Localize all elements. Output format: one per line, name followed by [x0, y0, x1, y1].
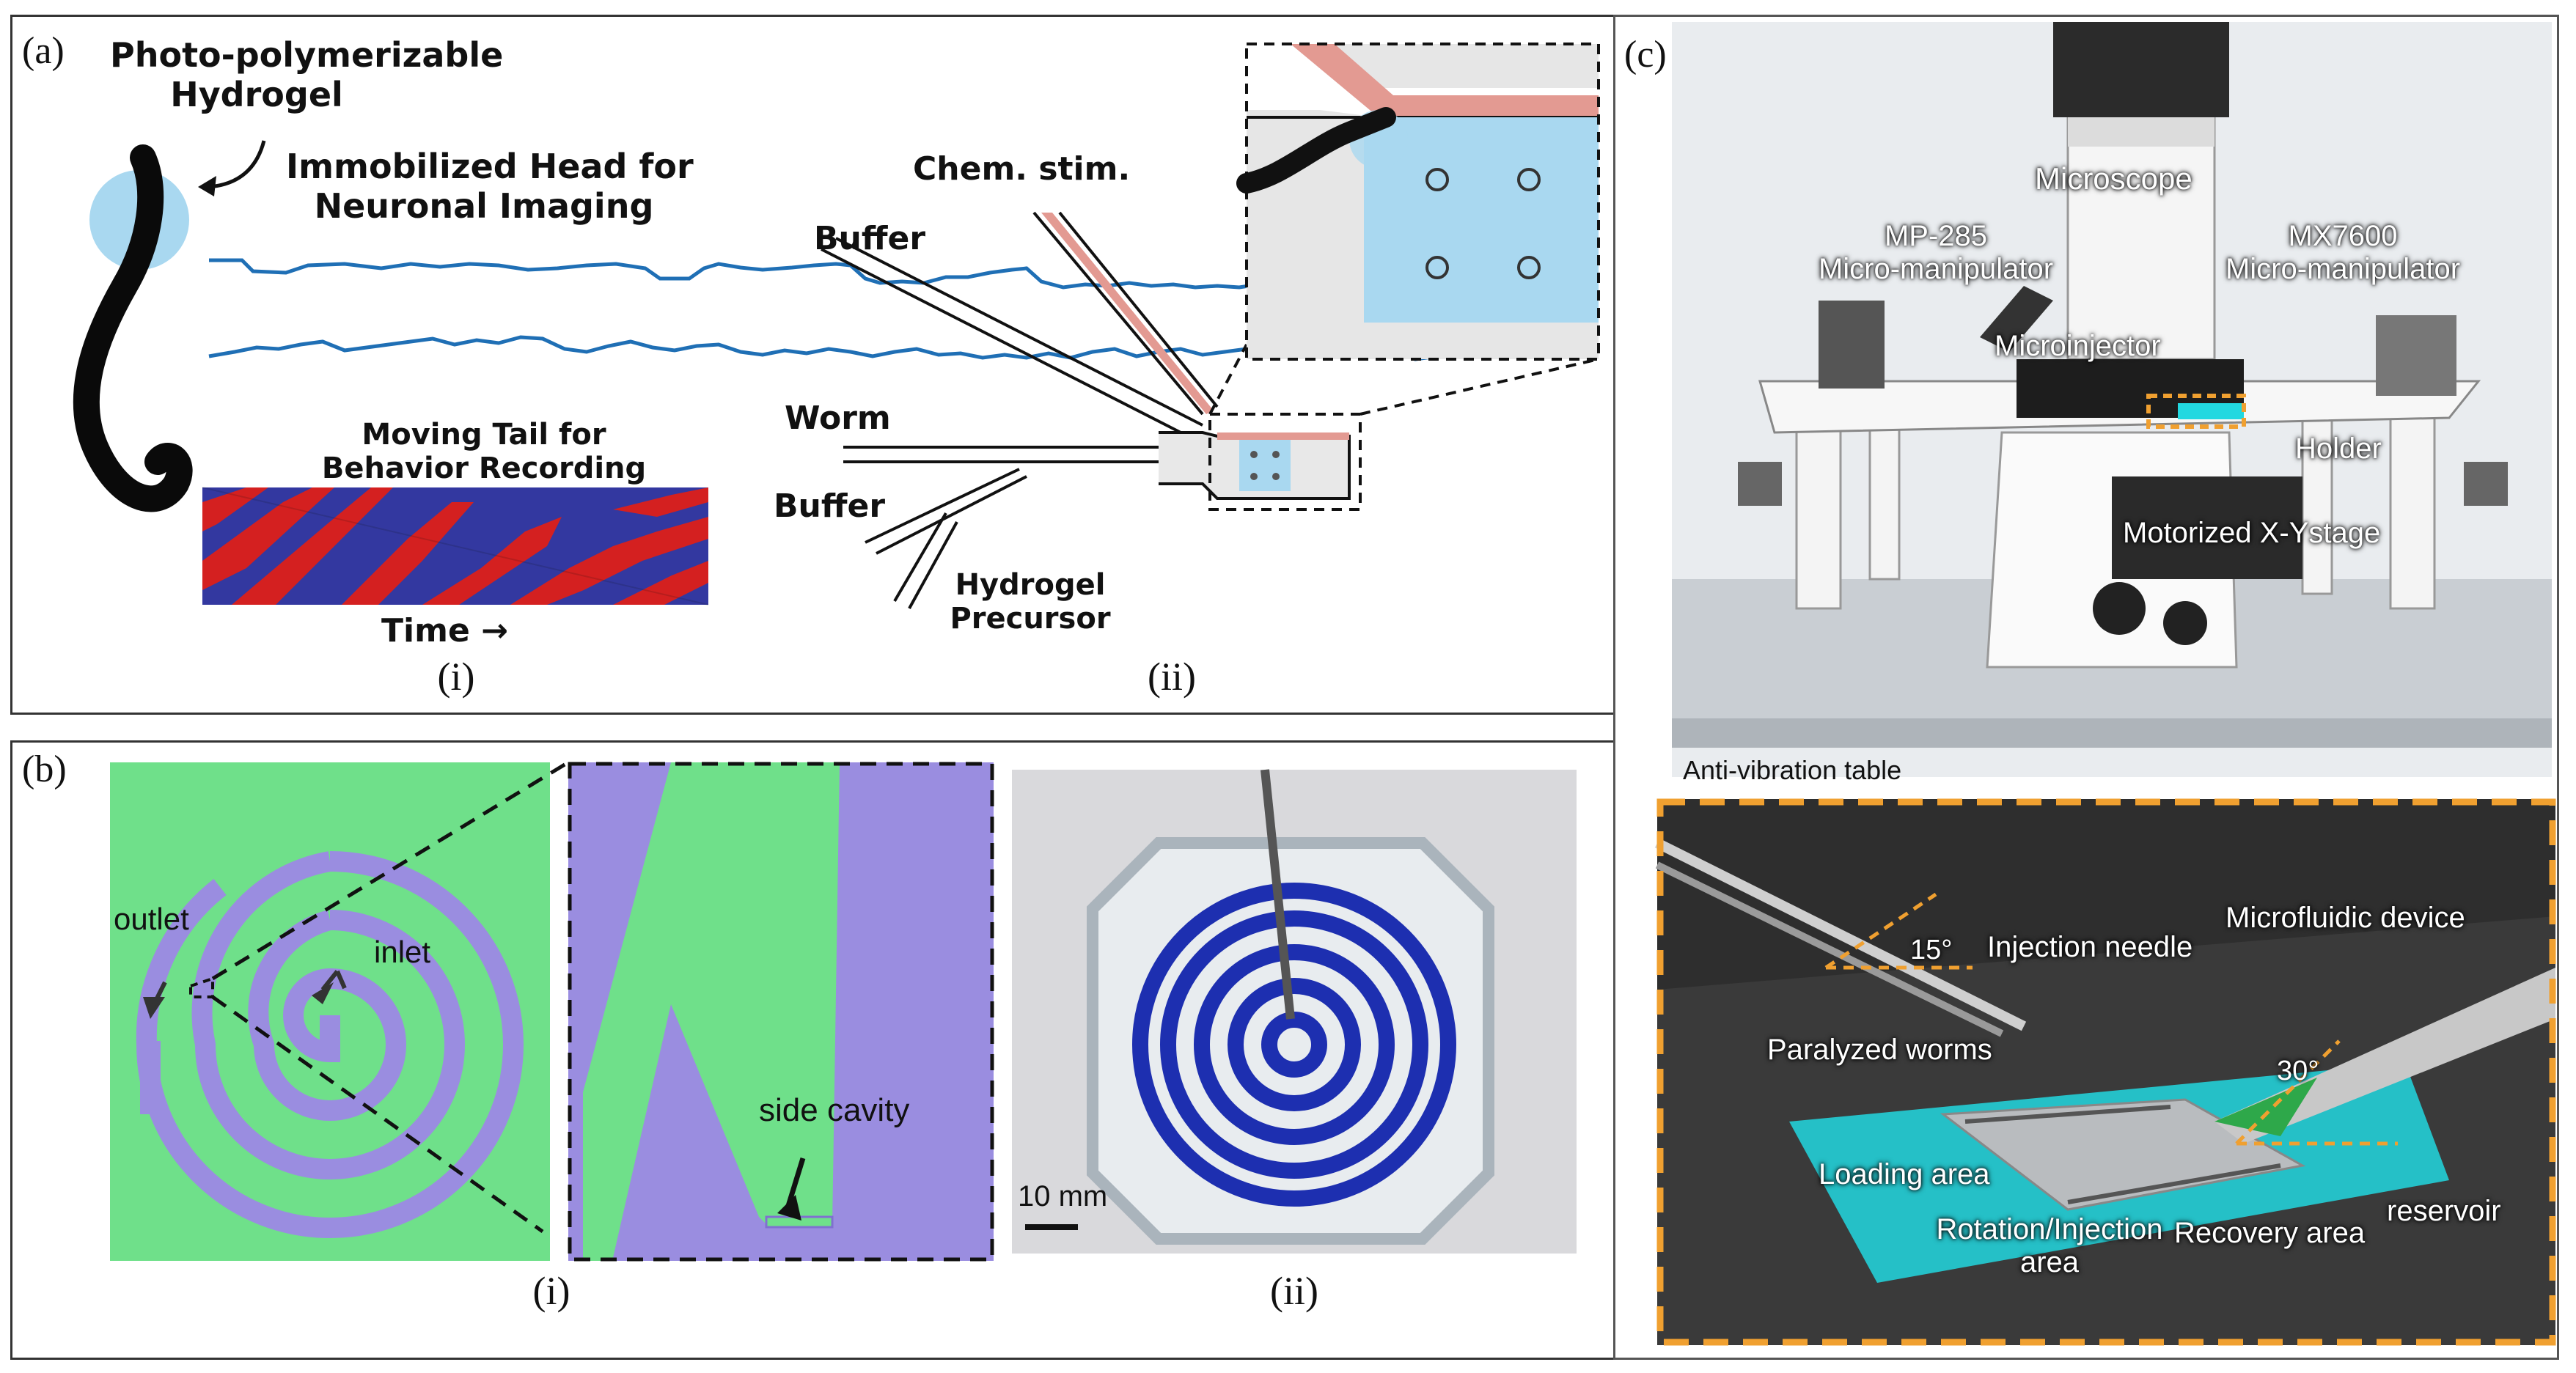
mp285-line2: Micro-manipulator: [1818, 253, 2054, 285]
time-axis-label: Time →: [381, 612, 508, 649]
zoom-connector-b: [189, 760, 570, 1234]
microscope-label: Microscope: [2035, 161, 2192, 196]
angle-30-label: 30°: [2277, 1056, 2319, 1086]
buffer-top-channel: [821, 237, 1203, 438]
moving-line2: Behavior Recording: [321, 452, 647, 485]
chem-stim-channel: [1032, 211, 1219, 416]
injection-zoom: [1654, 798, 2556, 1346]
xy-stage-label: Motorized X-Ystage: [2123, 517, 2381, 549]
worm-label: Worm: [785, 400, 891, 437]
buffer-bottom-label: Buffer: [774, 487, 886, 525]
panel-b-label: (b): [22, 748, 67, 790]
hydrogel-label-line2: Hydrogel: [170, 75, 343, 114]
buffer-top-label: Buffer: [814, 220, 926, 257]
panel-a-label: (a): [22, 30, 65, 72]
mx7600-line2: Micro-manipulator: [2225, 253, 2461, 285]
zoom-box-small: [1208, 413, 1362, 511]
rotation-line1: Rotation/Injection: [1936, 1213, 2163, 1245]
moving-tail-label: Moving Tail for Behavior Recording: [286, 418, 682, 485]
panel-b-sub-ii: (ii): [1270, 1269, 1318, 1313]
worm-channel: [843, 446, 1159, 463]
zoom-inset: [1236, 43, 1600, 361]
calcium-trace-1: [209, 258, 1438, 290]
angle-15-label: 15°: [1910, 935, 1953, 965]
recovery-area-label: Recovery area: [2174, 1217, 2366, 1249]
worm-diagram: [73, 140, 1438, 512]
device-photo: [1012, 769, 1577, 1254]
scale-bar-label: 10 mm: [1018, 1180, 1108, 1212]
channel-diagram: [821, 43, 1600, 609]
device-chip: [1940, 1098, 2306, 1211]
reservoir-label: reservoir: [2387, 1195, 2501, 1227]
moving-line1: Moving Tail for: [362, 418, 606, 452]
panel-c-label: (c): [1624, 34, 1667, 76]
panel-b-sub-i: (i): [532, 1269, 570, 1313]
mx7600-line1: MX7600: [2288, 220, 2398, 252]
buffer-bottom-channel: [865, 468, 1027, 555]
rotation-line2: area: [2019, 1246, 2080, 1278]
precursor-channel: [893, 512, 958, 609]
side-cavity-zoom: [568, 762, 994, 1262]
precursor-line2: Precursor: [950, 602, 1111, 636]
side-cavity-label: side cavity: [759, 1092, 910, 1128]
mp285-label: MP-285 Micro-manipulator: [1815, 220, 2057, 286]
microfluidic-device-label: Microfluidic device: [2225, 902, 2465, 934]
imaging-area: [1239, 440, 1291, 491]
immobilized-line2: Neuronal Imaging: [314, 186, 654, 226]
holder-label: Holder: [2295, 432, 2382, 465]
anti-vibration-label: Anti-vibration table: [1683, 755, 1902, 785]
precursor-label: Hydrogel Precursor: [942, 568, 1118, 636]
precursor-line1: Hydrogel: [955, 568, 1106, 602]
microscope-render: [1672, 22, 2552, 777]
injection-needle-label: Injection needle: [1987, 931, 2193, 963]
loading-area-label: Loading area: [1819, 1158, 1990, 1190]
chem-stim-label: Chem. stim.: [913, 150, 1131, 188]
worm-body: [73, 144, 193, 512]
mx7600-label: MX7600 Micro-manipulator: [2218, 220, 2467, 286]
microinjector-label: Microinjector: [1995, 330, 2161, 362]
hydrogel-arrow: [208, 140, 266, 189]
spiral-device: [110, 762, 550, 1261]
mp285-line1: MP-285: [1884, 220, 1988, 252]
rotation-area-label: Rotation/Injection area: [1925, 1213, 2174, 1279]
inset-worm-head: [1236, 107, 1396, 194]
stim-strip: [1217, 432, 1349, 440]
injection-needle: [1654, 838, 2027, 1031]
immobilized-head-label: Immobilized Head for Neuronal Imaging: [286, 147, 694, 226]
panel-a-sub-ii: (ii): [1148, 655, 1196, 699]
hydrogel-arrow-head: [198, 176, 216, 196]
kymograph: [202, 487, 709, 605]
immobilized-line1: Immobilized Head for: [286, 147, 694, 186]
panel-a-sub-i: (i): [437, 655, 475, 699]
inlet-label: inlet: [374, 935, 431, 969]
paralyzed-worms-label: Paralyzed worms: [1767, 1034, 1992, 1066]
outlet-label: outlet: [114, 902, 189, 936]
